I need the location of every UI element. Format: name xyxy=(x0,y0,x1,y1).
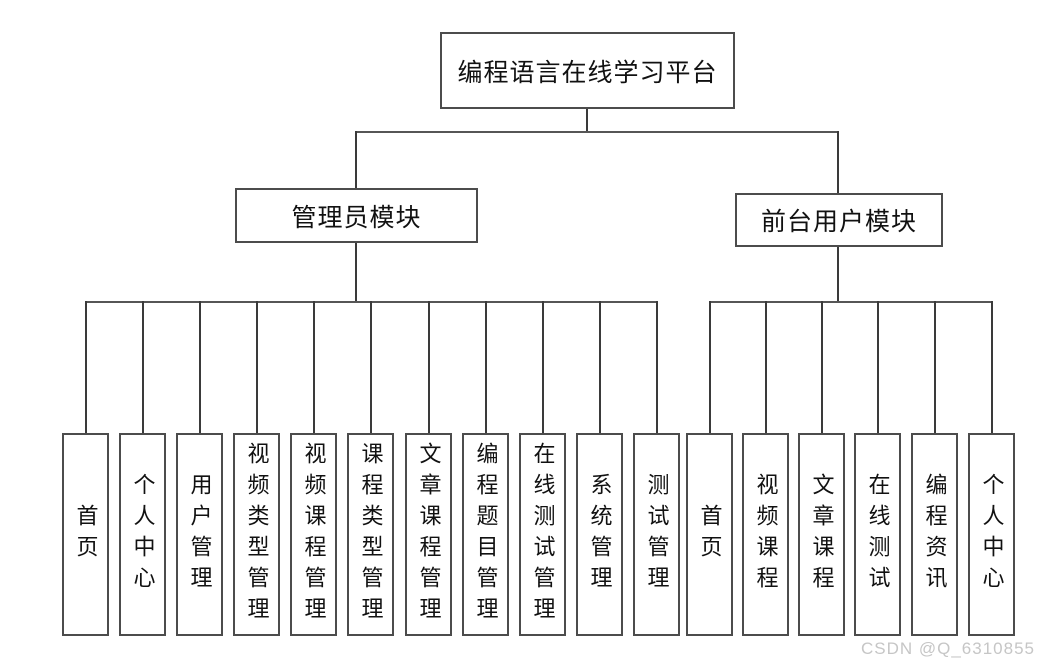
connector-line xyxy=(85,301,87,434)
user-leaf-programming-news: 编程资讯 xyxy=(911,433,958,636)
connector-line xyxy=(142,301,144,434)
connector-line xyxy=(370,301,372,434)
front-user-module-label: 前台用户模块 xyxy=(760,208,917,236)
connector-line xyxy=(656,301,658,434)
connector-line xyxy=(991,301,993,434)
leaf-label: 系统管理 xyxy=(587,472,613,597)
connector-line xyxy=(355,131,839,133)
connector-line xyxy=(542,301,544,434)
admin-leaf-programming-problem-management: 编程题目管理 xyxy=(462,433,509,636)
front-user-module-node: 前台用户模块 xyxy=(735,193,943,247)
connector-line xyxy=(199,301,201,434)
connector-line xyxy=(837,131,839,194)
admin-leaf-home: 首页 xyxy=(62,433,109,636)
connector-line xyxy=(709,301,993,303)
connector-line xyxy=(256,301,258,434)
root-node: 编程语言在线学习平台 xyxy=(440,32,735,109)
admin-leaf-video-course-management: 视频课程管理 xyxy=(290,433,337,636)
admin-leaf-personal-center: 个人中心 xyxy=(119,433,166,636)
leaf-label: 在线测试管理 xyxy=(530,441,556,628)
user-leaf-home: 首页 xyxy=(686,433,733,636)
csdn-watermark: CSDN @Q_6310855 xyxy=(860,639,1035,658)
connector-line xyxy=(485,301,487,434)
admin-leaf-system-management: 系统管理 xyxy=(576,433,623,636)
leaf-label: 视频课程管理 xyxy=(301,441,327,628)
leaf-label: 文章课程管理 xyxy=(416,441,442,628)
connector-line xyxy=(877,301,879,434)
connector-line xyxy=(355,242,357,303)
connector-line xyxy=(428,301,430,434)
leaf-label: 视频课程 xyxy=(753,472,779,597)
admin-module-node: 管理员模块 xyxy=(235,188,478,243)
admin-module-label: 管理员模块 xyxy=(291,203,422,232)
connector-line xyxy=(934,301,936,434)
leaf-label: 个人中心 xyxy=(979,472,1005,597)
user-leaf-video-course: 视频课程 xyxy=(742,433,789,636)
leaf-label: 课程类型管理 xyxy=(358,441,384,628)
leaf-label: 用户管理 xyxy=(187,472,213,597)
admin-leaf-article-course-management: 文章课程管理 xyxy=(405,433,452,636)
leaf-label: 首页 xyxy=(697,503,723,566)
connector-line xyxy=(313,301,315,434)
connector-line xyxy=(355,131,357,189)
leaf-label: 在线测试 xyxy=(865,472,891,597)
admin-leaf-test-management: 测试管理 xyxy=(633,433,680,636)
admin-leaf-video-type-management: 视频类型管理 xyxy=(233,433,280,636)
admin-leaf-online-test-management: 在线测试管理 xyxy=(519,433,566,636)
connector-line xyxy=(837,246,839,303)
leaf-label: 编程资讯 xyxy=(922,472,948,597)
leaf-label: 个人中心 xyxy=(130,472,156,597)
leaf-label: 首页 xyxy=(73,503,99,566)
root-node-label: 编程语言在线学习平台 xyxy=(457,58,718,87)
user-leaf-personal-center: 个人中心 xyxy=(968,433,1015,636)
connector-line xyxy=(821,301,823,434)
leaf-label: 编程题目管理 xyxy=(473,441,499,628)
admin-leaf-course-type-management: 课程类型管理 xyxy=(347,433,394,636)
leaf-label: 测试管理 xyxy=(644,472,670,597)
leaf-label: 文章课程 xyxy=(809,472,835,597)
connector-line xyxy=(709,301,711,434)
user-leaf-article-course: 文章课程 xyxy=(798,433,845,636)
admin-leaf-user-management: 用户管理 xyxy=(176,433,223,636)
connector-line xyxy=(586,107,588,133)
leaf-label: 视频类型管理 xyxy=(244,441,270,628)
user-leaf-online-test: 在线测试 xyxy=(854,433,901,636)
connector-line xyxy=(599,301,601,434)
connector-line xyxy=(765,301,767,434)
